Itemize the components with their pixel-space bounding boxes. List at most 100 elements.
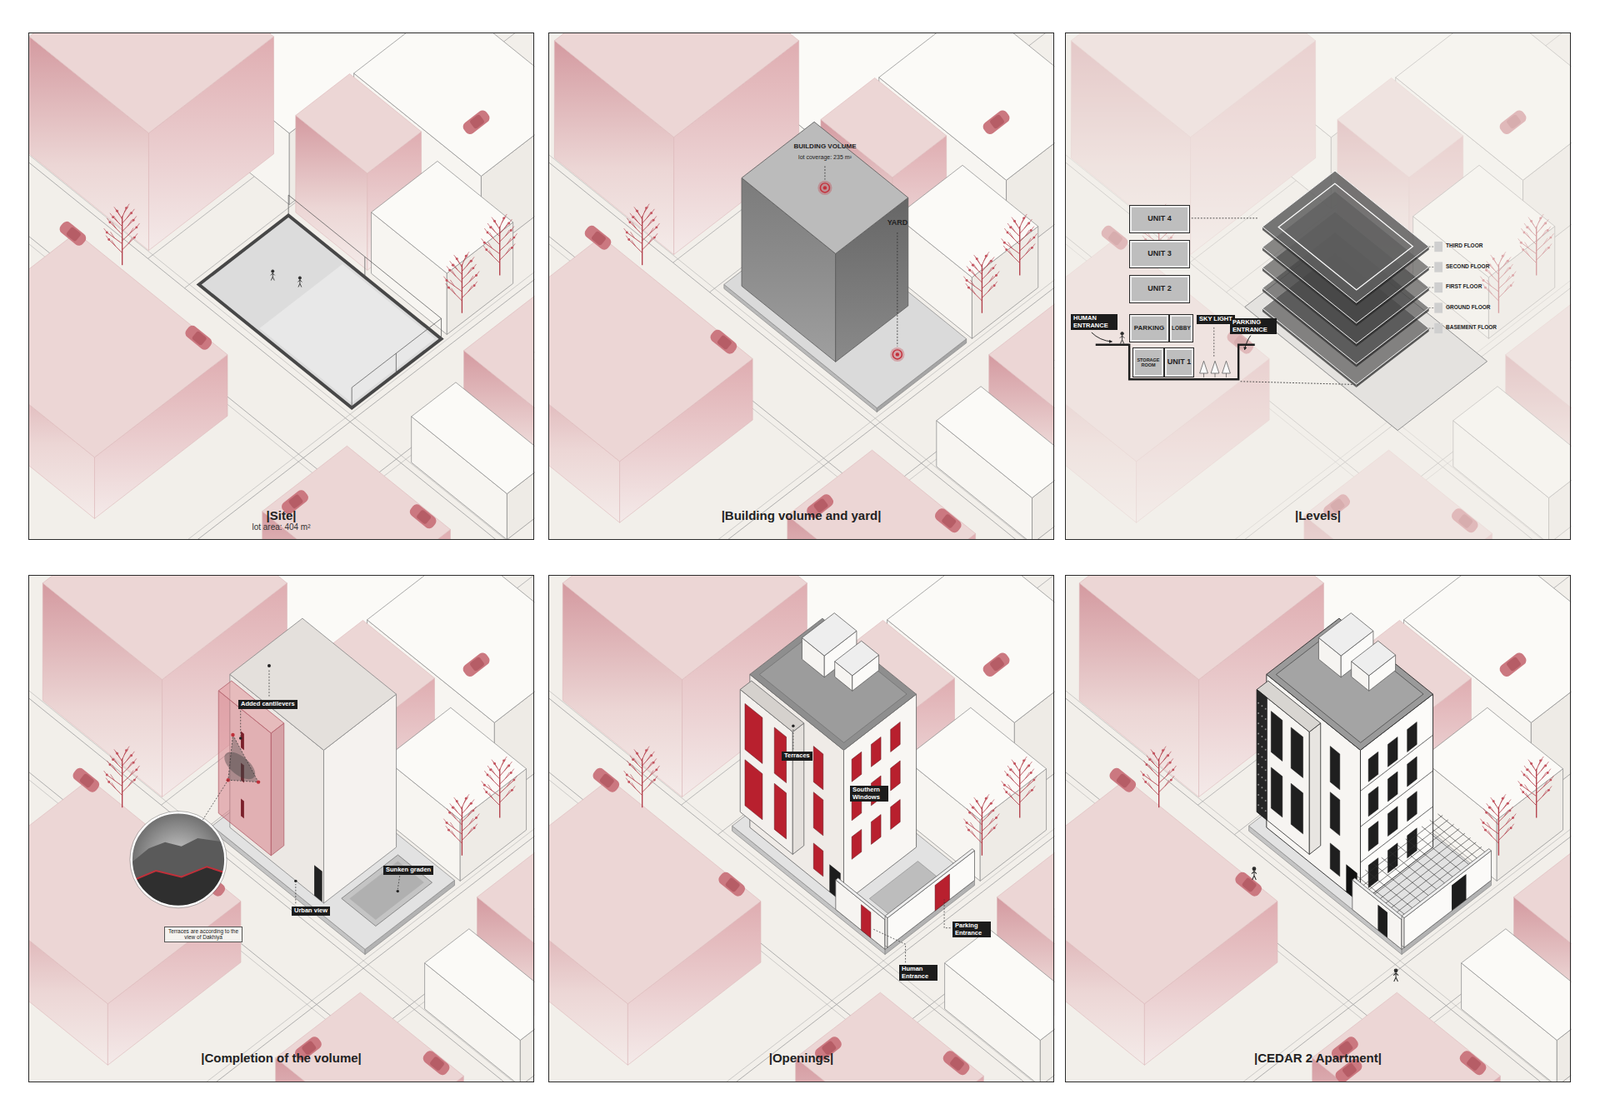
tree-leaf <box>1485 811 1488 815</box>
tree-leaf <box>133 236 136 240</box>
leader-line <box>824 165 825 180</box>
caption-block: |CEDAR 2 Apartment| <box>1065 1050 1570 1065</box>
roof-face <box>1351 640 1396 676</box>
tree <box>963 794 1000 855</box>
box-label: Parking Entrance <box>955 922 989 937</box>
tree-twig <box>505 790 510 796</box>
leader-dot <box>256 780 260 784</box>
tree-branch <box>1483 823 1499 835</box>
tree-leaf <box>1547 789 1550 792</box>
tree-branch <box>490 770 500 780</box>
tree-twig <box>453 263 458 270</box>
photo-sky <box>131 812 226 907</box>
tree-branch <box>486 792 500 806</box>
tree-twig <box>506 780 511 787</box>
tree-twig <box>1504 810 1509 816</box>
level-marker <box>1434 302 1443 313</box>
leader-line <box>792 728 794 750</box>
street-edge <box>28 575 535 1083</box>
box-label: Human Entrance <box>901 965 935 980</box>
tree-leaf <box>471 809 475 812</box>
leader-line <box>1429 328 1435 330</box>
tree-twig <box>1505 828 1510 835</box>
screen-hole <box>1257 784 1260 786</box>
panel-caption: |Completion of the volume| <box>29 1050 534 1065</box>
window <box>1290 783 1303 834</box>
target-dot <box>823 185 827 190</box>
tree-leaf <box>1144 780 1147 784</box>
tree-branch <box>109 240 123 254</box>
leader-line <box>1213 327 1215 359</box>
panel-clip <box>28 575 535 1083</box>
car <box>582 223 614 252</box>
tree-twig <box>1009 250 1014 256</box>
tree-leaf <box>485 248 488 251</box>
tree-twig <box>987 810 992 816</box>
screen-hole <box>1257 794 1260 796</box>
annotation-label: YARD <box>887 218 909 227</box>
person-body <box>270 272 275 280</box>
tree-leaf <box>965 279 969 282</box>
tree-leaf <box>1027 222 1030 225</box>
roof-face <box>1065 779 1278 1005</box>
car-roof <box>65 226 82 243</box>
tree-branch <box>484 785 500 796</box>
leader-line <box>944 899 950 928</box>
fence-post <box>364 256 365 277</box>
car-roof <box>940 513 957 530</box>
box-label: LOBBY <box>1171 325 1191 331</box>
context-building <box>795 992 985 1082</box>
screen-hole <box>1265 779 1267 781</box>
tree-leaf <box>1005 248 1008 251</box>
person-figure <box>297 276 302 288</box>
tree-leaf <box>510 229 513 232</box>
tree-leaf <box>115 752 119 755</box>
window <box>1330 746 1340 790</box>
tree-leaf <box>1169 761 1172 765</box>
tree-leaf <box>995 816 998 820</box>
tree-branch <box>122 750 127 760</box>
fence-post <box>288 195 290 215</box>
tree-leaf <box>971 806 975 810</box>
context-building <box>28 232 228 519</box>
street-edge <box>548 575 1055 1083</box>
box-label: PARKING ENTRANCE <box>1232 319 1275 334</box>
pine-trunk <box>1203 373 1205 378</box>
car-roof <box>989 656 1005 673</box>
tree-twig <box>635 209 640 215</box>
slab-outline <box>1278 183 1413 290</box>
tree-twig <box>490 768 495 775</box>
tree-twig <box>451 270 456 276</box>
tree-twig <box>1530 761 1535 768</box>
tree <box>443 251 480 313</box>
tree-twig <box>975 256 980 263</box>
callout-tag: Urban view <box>291 906 330 916</box>
tree-twig <box>450 280 455 286</box>
street-edge <box>548 575 1055 1083</box>
tree-twig <box>128 780 133 786</box>
annotation-label: BASEMENT FLOOR <box>1445 324 1497 330</box>
context-building <box>1065 779 1278 1065</box>
street-edge <box>1065 32 1571 540</box>
photo-terrace <box>131 866 226 907</box>
context-building <box>548 779 761 1065</box>
roof-face <box>896 165 1039 278</box>
person-head <box>1120 332 1125 336</box>
window <box>1387 736 1398 767</box>
tree <box>1001 756 1038 818</box>
screen-hole <box>1265 738 1267 740</box>
tree-branch <box>629 782 643 796</box>
street-edge <box>1065 575 1571 1083</box>
screen-hole <box>1257 753 1260 755</box>
tree-branch <box>1143 775 1159 786</box>
tree-twig <box>1009 792 1014 799</box>
street-edge <box>28 575 535 1083</box>
tree-leaf <box>965 821 969 825</box>
car-roof <box>469 114 485 130</box>
screen-hole <box>1265 749 1267 751</box>
car <box>57 219 89 248</box>
cantilever <box>1256 680 1321 855</box>
tree-twig <box>1008 785 1013 791</box>
tree-leaf <box>1022 216 1025 220</box>
tree-twig <box>633 215 638 222</box>
